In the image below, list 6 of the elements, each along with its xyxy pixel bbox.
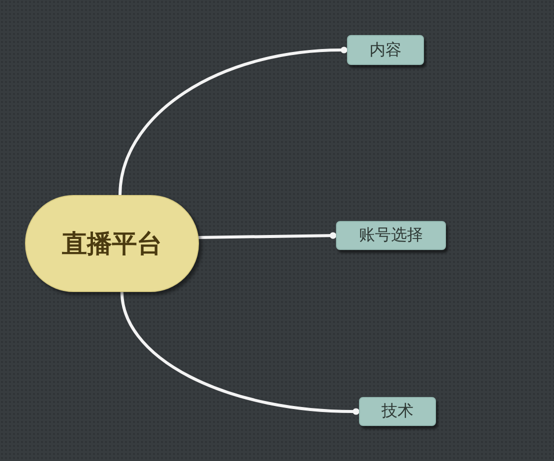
subtopic-box: 账号选择 <box>336 221 446 250</box>
connector-line <box>198 232 338 239</box>
connector-line <box>118 46 348 196</box>
subtopic-box: 技术 <box>359 397 436 426</box>
connector-line <box>120 290 360 415</box>
subtopic-box: 内容 <box>347 35 424 65</box>
